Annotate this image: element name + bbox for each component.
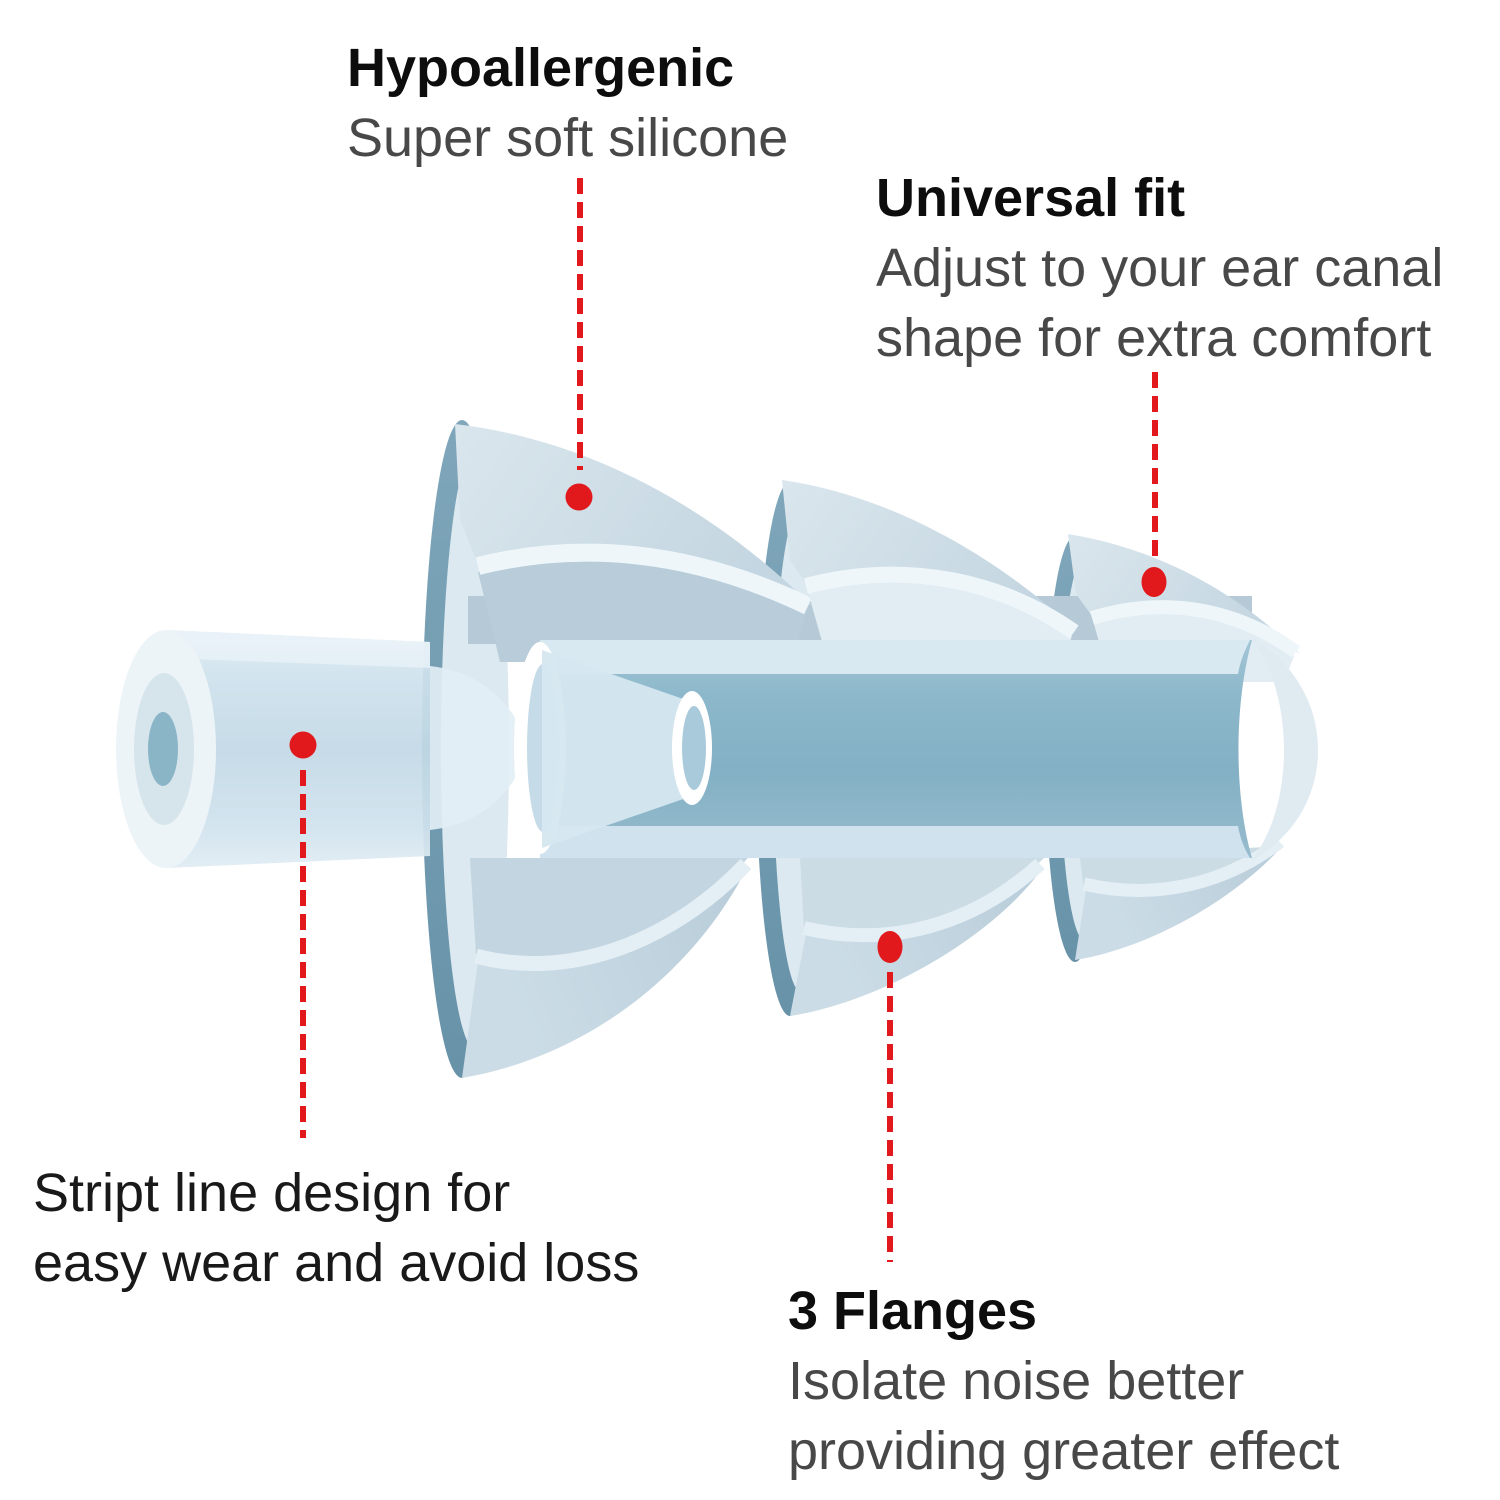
leader-dot-hypoallergenic [565, 483, 593, 511]
annotation-title: Hypoallergenic [347, 38, 735, 98]
flange-2-lower-surface [790, 866, 1044, 1016]
flange-2-lower-interior [800, 858, 1044, 937]
flange-1-upper-highlight [475, 543, 812, 615]
flange-1 [455, 424, 812, 1078]
stem-hole [148, 712, 178, 786]
flange-2-upper-highlight [803, 566, 1079, 639]
annotation-title: 3 Flanges [788, 1281, 1038, 1341]
annotation-line: Adjust to your ear canal [876, 238, 1444, 298]
annotation-three-flanges: 3 Flanges Isolate noise better providing… [788, 1276, 1339, 1486]
flange-3-lower-interior [1080, 846, 1282, 895]
leader-dot-strip-line [289, 731, 317, 759]
flange-1-lower-surface [462, 866, 748, 1078]
annotation-line: easy wear and avoid loss [33, 1233, 640, 1293]
core-tube [540, 636, 1318, 862]
flange-3-upper-surface [1068, 534, 1300, 654]
leader-dot-universal-fit [1141, 567, 1167, 597]
flange-3-lower-surface [1075, 844, 1284, 960]
flange-2-upper-surface [782, 480, 1078, 632]
stem-top-highlight [166, 630, 430, 668]
neck-cone [430, 666, 530, 830]
annotation-title: Universal fit [876, 168, 1186, 228]
flange-1-upper-surface [455, 424, 812, 606]
annotation-line: Isolate noise better [788, 1351, 1245, 1411]
annotation-strip-line: Stript line design for easy wear and avo… [33, 1158, 639, 1298]
annotation-hypoallergenic: Hypoallergenic Super soft silicone [347, 33, 788, 173]
collar-ring-2 [672, 691, 712, 805]
annotation-line: Super soft silicone [347, 108, 789, 168]
tip-cup [1250, 636, 1318, 862]
flange-1-interior [478, 558, 806, 662]
annotation-line: Stript line design for [33, 1163, 511, 1223]
annotation-line: providing greater effect [788, 1421, 1340, 1481]
flange-2-lower-highlight [802, 858, 1045, 943]
adapter-cone [542, 650, 692, 848]
flange-1-lower-highlight [474, 858, 752, 972]
flange-1-lower-interior [470, 858, 748, 962]
flange-3-upper-highlight [1089, 600, 1301, 658]
annotation-line: shape for extra comfort [876, 308, 1432, 368]
annotation-universal-fit: Universal fit Adjust to your ear canal s… [876, 163, 1443, 373]
leader-dot-three-flanges [877, 931, 903, 963]
